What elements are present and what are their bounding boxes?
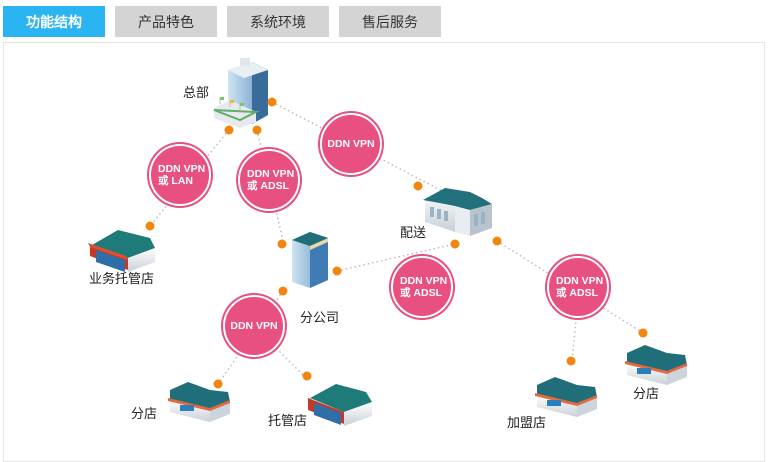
tab-system-environment[interactable]: 系统环境 [227, 6, 329, 37]
tab-bar: 功能结构 产品特色 系统环境 售后服务 [3, 6, 441, 37]
label-branch-store-left: 分店 [131, 407, 158, 422]
label-branch-store-right: 分店 [633, 387, 660, 402]
label-hq: 总部 [183, 86, 210, 101]
label-delivery: 配送 [400, 226, 427, 241]
branch-store-left-icon [168, 382, 230, 422]
link-node-delivery-stores: DDN VPN 或 ADSL [547, 256, 609, 318]
connector-dots [145, 97, 648, 389]
label-hosted-store: 托管店 [268, 414, 308, 429]
branch-office-building-icon [292, 232, 328, 288]
line-branch-hosted [253, 325, 305, 377]
hq-building-icon [213, 58, 268, 128]
label-branch-company: 分公司 [300, 311, 340, 326]
hosted-store-icon [308, 384, 372, 426]
franchise-store-icon [535, 377, 597, 417]
link-node-hq-branch: DDN VPN 或 ADSL [238, 149, 300, 211]
label-business-hosting-store: 业务托管店 [89, 272, 155, 287]
delivery-building-icon [423, 188, 492, 236]
link-node-hq-delivery: DDN VPN [320, 113, 382, 175]
tab-product-features[interactable]: 产品特色 [115, 6, 217, 37]
content-panel [3, 42, 765, 462]
connection-lines [149, 101, 644, 385]
tab-function-structure[interactable]: 功能结构 [3, 6, 105, 37]
tab-after-sales[interactable]: 售后服务 [339, 6, 441, 37]
link-node-hq-hosting: DDN VPN 或 LAN [149, 144, 211, 206]
link-node-branch-stores: DDN VPN [223, 295, 285, 357]
hosting-store-icon [88, 230, 155, 272]
link-node-branch-delivery: DDN VPN 或 ADSL [391, 256, 453, 318]
line-hq-hosting [149, 129, 230, 227]
branch-store-right-icon [625, 345, 687, 385]
label-franchise-store: 加盟店 [507, 416, 547, 431]
